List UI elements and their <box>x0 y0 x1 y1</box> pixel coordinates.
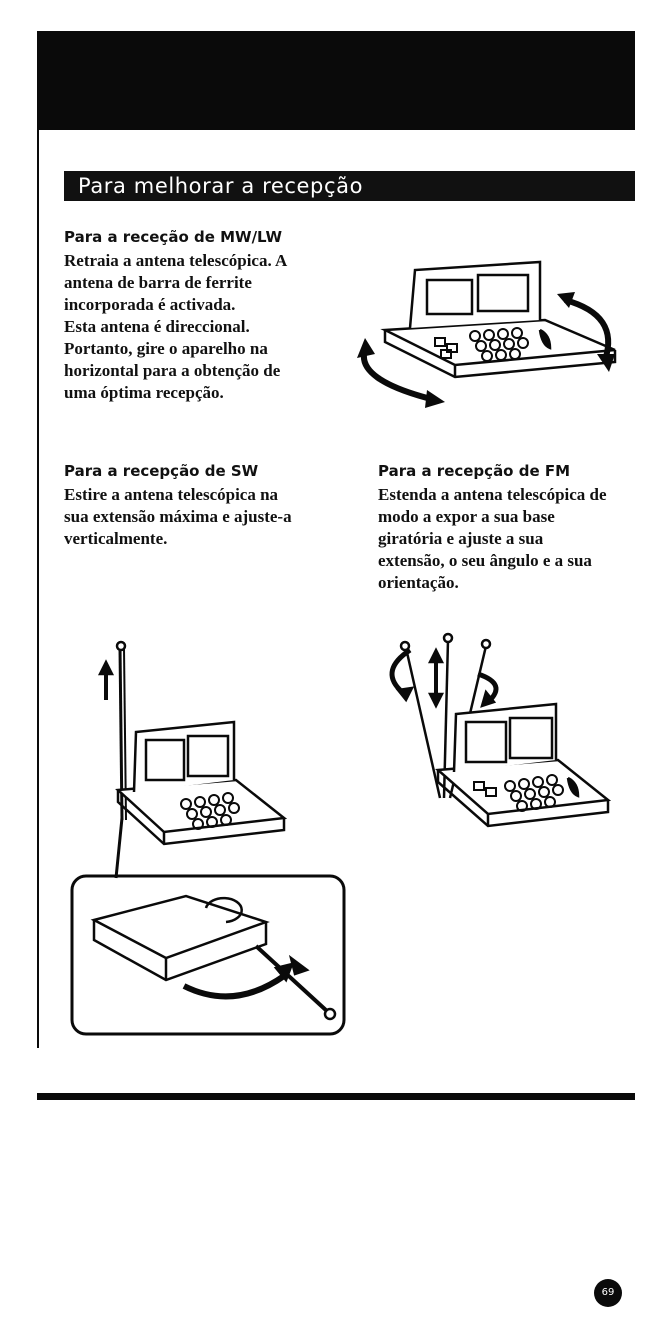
left-margin-rule <box>37 130 39 1048</box>
fm-line: orientação. <box>378 573 459 592</box>
sw-heading: Para a recepção de SW <box>64 462 259 480</box>
sw-line: Estire a antena telescópica na <box>64 485 279 504</box>
mwlw-line: uma óptima recepção. <box>64 383 224 402</box>
mwlw-line: incorporada é activada. <box>64 295 236 314</box>
header-band <box>37 31 635 130</box>
mwlw-line: Esta antena é direccional. <box>64 317 250 336</box>
fm-line: giratória e ajuste a sua <box>378 529 544 548</box>
mwlw-line: horizontal para a obtenção de <box>64 361 281 380</box>
fm-heading: Para a recepção de FM <box>378 462 571 480</box>
section-title-bar: Para melhorar a recepção <box>64 171 635 201</box>
fm-antenna-illustration <box>389 632 612 828</box>
mwlw-line: antena de barra de ferrite <box>64 273 252 292</box>
sw-body: Estire a antena telescópica na sua exten… <box>64 484 292 550</box>
sw-line: sua extensão máxima e ajuste-a <box>64 507 292 526</box>
fm-line: modo a expor a sua base <box>378 507 555 526</box>
section-title: Para melhorar a recepção <box>78 174 364 198</box>
sw-line: verticalmente. <box>64 529 168 548</box>
mwlw-line: Retraia a antena telescópica. A <box>64 251 288 270</box>
fm-line: extensão, o seu ângulo e a sua <box>378 551 592 570</box>
page-number-badge: 69 <box>594 1279 622 1307</box>
fm-body: Estenda a antena telescópica de modo a e… <box>378 484 607 594</box>
fm-line: Estenda a antena telescópica de <box>378 485 607 504</box>
rotation-arrow-icon <box>357 292 615 408</box>
footer-rule <box>37 1093 635 1100</box>
mwlw-body: Retraia a antena telescópica. A antena d… <box>64 250 287 404</box>
radio-rotation-illustration <box>357 260 617 408</box>
mwlw-line: Portanto, gire o aparelho na <box>64 339 268 358</box>
sw-antenna-illustration <box>70 640 346 1036</box>
mwlw-heading: Para a receção de MW/LW <box>64 228 282 246</box>
